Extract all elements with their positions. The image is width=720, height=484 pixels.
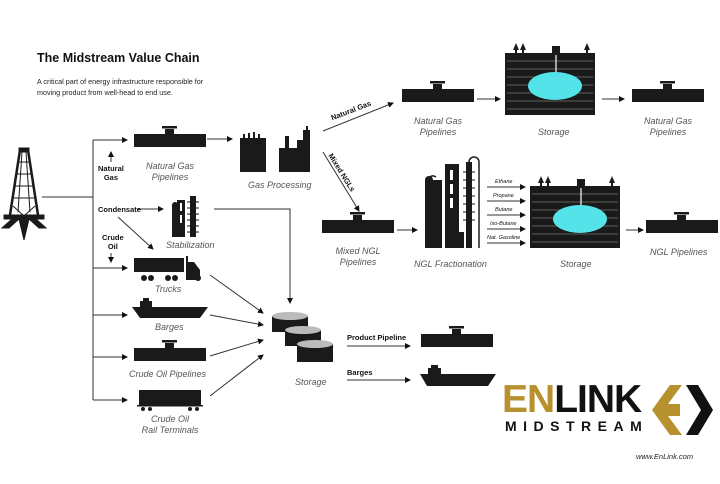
barges-output-label: Barges bbox=[347, 368, 373, 377]
condensate-label: Condensate bbox=[98, 205, 141, 214]
enlink-logo-icon bbox=[652, 385, 713, 435]
ngl-product-label: Butane bbox=[495, 207, 513, 213]
ngl-fractionation-caption: NGL Fractionation bbox=[414, 259, 487, 269]
ngl-product-label: Propane bbox=[493, 193, 514, 199]
natural-gas-label: Natural Gas bbox=[98, 164, 124, 182]
storage-bottom-caption: Storage bbox=[295, 377, 327, 387]
stabilization-caption: Stabilization bbox=[166, 240, 215, 250]
rail-car-icon bbox=[137, 390, 203, 411]
mixed-ngl-pipeline-icon bbox=[322, 212, 394, 233]
page-title: The Midstream Value Chain bbox=[37, 51, 200, 65]
stabilization-icon bbox=[172, 196, 199, 237]
natural-gas-pipelines-top-caption: Natural Gas Pipelines bbox=[413, 116, 463, 137]
natural-gas-pipelines-caption: Natural Gas Pipelines bbox=[145, 161, 195, 182]
gas-processing-caption: Gas Processing bbox=[248, 180, 312, 190]
storage-top-caption: Storage bbox=[538, 127, 570, 137]
natural-gas-pipelines-right-caption: Natural Gas Pipelines bbox=[643, 116, 693, 137]
website-link[interactable]: www.EnLink.com bbox=[636, 452, 694, 461]
barge-icon bbox=[420, 365, 496, 386]
product-pipeline-label: Product Pipeline bbox=[347, 333, 407, 342]
barges-caption: Barges bbox=[155, 322, 184, 332]
crude-oil-pipelines-caption: Crude Oil Pipelines bbox=[129, 369, 207, 379]
storage-tank-icon bbox=[529, 175, 621, 249]
storage-mid-caption: Storage bbox=[560, 259, 592, 269]
product-pipeline-icon bbox=[421, 326, 493, 347]
truck-icon bbox=[134, 256, 201, 281]
crude-oil-label: Crude Oil bbox=[102, 233, 124, 251]
enlink-wordmark: ENLINK bbox=[502, 378, 642, 421]
ngl-fractionation-icon bbox=[425, 156, 480, 248]
storage-tank-icon bbox=[504, 42, 596, 116]
storage-cylinders-icon bbox=[272, 312, 333, 362]
ngl-product-label: Ethane bbox=[495, 179, 513, 185]
gas-processing-icon bbox=[240, 126, 310, 172]
crude-oil-pipeline-icon bbox=[134, 340, 206, 361]
barge-icon bbox=[132, 298, 208, 318]
natural-gas-pipeline-icon bbox=[402, 81, 474, 102]
ngl-pipeline-icon bbox=[646, 212, 718, 233]
natural-gas-pipeline-icon bbox=[632, 81, 704, 102]
crude-oil-rail-terminals-caption: Crude Oil Rail Terminals bbox=[141, 414, 199, 435]
trucks-caption: Trucks bbox=[155, 284, 182, 294]
ngl-product-label: Nat. Gasoline bbox=[487, 235, 521, 241]
natural-gas-pipeline-icon bbox=[134, 126, 206, 147]
ngl-product-label: Iso-Butane bbox=[490, 221, 517, 227]
page-subtitle: A critical part of energy infrastructure… bbox=[37, 77, 204, 97]
midstream-wordmark: MIDSTREAM bbox=[505, 418, 649, 434]
mixed-ngl-pipelines-caption: Mixed NGL Pipelines bbox=[335, 246, 381, 267]
oil-derrick-icon bbox=[0, 147, 48, 241]
ngl-pipelines-caption: NGL Pipelines bbox=[650, 247, 708, 257]
